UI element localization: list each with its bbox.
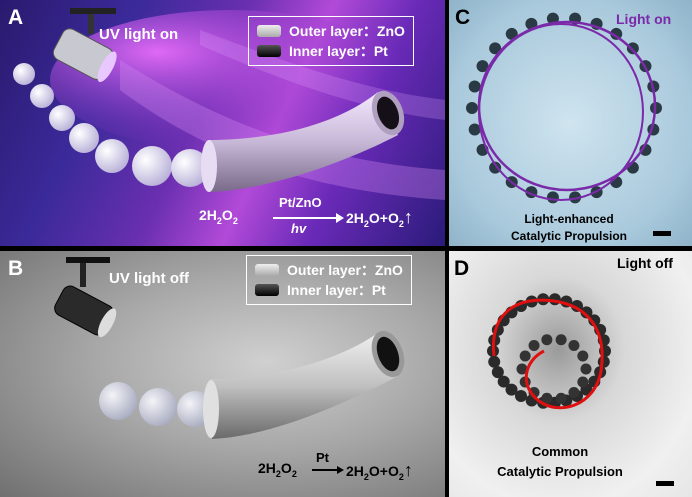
reaction-catalyst: Pt/ZnO bbox=[279, 195, 322, 210]
light-status: Light on bbox=[616, 11, 672, 27]
particle bbox=[555, 392, 567, 404]
particle bbox=[519, 350, 531, 362]
panel-b-illustration bbox=[54, 257, 405, 474]
panel-c: C Light on Light-enhanced Catalytic Prop… bbox=[449, 0, 692, 246]
particle bbox=[577, 376, 589, 388]
particle bbox=[466, 102, 478, 114]
reaction-product: 2H2O+O2↑ bbox=[346, 460, 413, 482]
legend-outer-label: Outer layer：ZnO bbox=[289, 23, 405, 39]
trajectory-off bbox=[491, 298, 604, 410]
legend-outer: Outer layer：ZnO bbox=[255, 260, 403, 280]
panel-d-micrograph bbox=[487, 293, 611, 410]
particle bbox=[541, 392, 553, 404]
caption-line1: Common bbox=[531, 444, 589, 459]
microtube bbox=[203, 330, 405, 439]
particle bbox=[541, 334, 553, 346]
panel-a-illustration bbox=[13, 8, 445, 223]
reaction-catalyst: Pt bbox=[316, 450, 329, 465]
reaction-reactant: 2H2O2 bbox=[258, 460, 297, 479]
panel-label: B bbox=[8, 257, 24, 280]
legend-outer-label: Outer layer：ZnO bbox=[287, 262, 403, 278]
light-status: Light off bbox=[617, 255, 673, 271]
legend-inner: Inner layer：Pt bbox=[257, 41, 405, 61]
particle bbox=[568, 340, 580, 352]
uv-lamp-icon bbox=[54, 257, 117, 338]
particle bbox=[577, 350, 589, 362]
particle bbox=[580, 306, 593, 319]
particle bbox=[489, 161, 502, 174]
particle bbox=[569, 191, 582, 204]
panel-b: B UV light off Outer layer：ZnO Inner lay… bbox=[0, 251, 445, 497]
scale-bar bbox=[653, 231, 671, 236]
reaction-condition: hv bbox=[291, 221, 307, 236]
inner-swatch bbox=[255, 284, 279, 296]
trajectory-on-inner bbox=[478, 23, 644, 201]
uv-status-text: UV light off bbox=[109, 270, 189, 287]
reaction-reactant: 2H2O2 bbox=[199, 207, 238, 226]
microsphere-chain bbox=[99, 382, 213, 427]
outer-swatch bbox=[257, 25, 281, 37]
legend-inner: Inner layer：Pt bbox=[255, 280, 403, 300]
caption: Light-enhanced Catalytic Propulsion bbox=[499, 211, 639, 245]
particle bbox=[546, 191, 559, 204]
particle bbox=[626, 42, 639, 55]
particle bbox=[580, 363, 592, 375]
particle bbox=[528, 340, 540, 352]
panel-label: A bbox=[8, 6, 24, 29]
particle bbox=[468, 80, 481, 93]
particle bbox=[516, 363, 528, 375]
particle bbox=[568, 386, 580, 398]
panel-a: A UV light on Outer layer：ZnO Inner laye… bbox=[0, 0, 445, 246]
reaction-product: 2H2O+O2↑ bbox=[346, 207, 413, 229]
layer-legend: Outer layer：ZnO Inner layer：Pt bbox=[248, 16, 414, 66]
panel-d: D Light off Common Catalytic Propulsion bbox=[449, 251, 692, 497]
uv-status-text: UV light on bbox=[99, 26, 179, 43]
legend-inner-label: Inner layer：Pt bbox=[289, 43, 388, 59]
inner-swatch bbox=[257, 45, 281, 57]
particle bbox=[515, 390, 527, 403]
caption: Common Catalytic Propulsion bbox=[485, 442, 635, 482]
caption-line1: Light-enhanced bbox=[524, 212, 614, 226]
particle bbox=[497, 375, 510, 388]
panel-label: D bbox=[454, 257, 470, 280]
particle bbox=[476, 60, 489, 73]
microsphere-chain bbox=[13, 63, 209, 187]
scale-bar bbox=[656, 481, 674, 486]
uv-glow bbox=[50, 10, 410, 150]
particle bbox=[488, 355, 501, 368]
uv-lamp-icon bbox=[52, 8, 117, 83]
panel-c-micrograph bbox=[466, 12, 662, 204]
legend-inner-label: Inner layer：Pt bbox=[287, 282, 386, 298]
particle bbox=[505, 383, 518, 396]
caption-line2: Catalytic Propulsion bbox=[497, 464, 623, 479]
panel-label: C bbox=[455, 6, 471, 29]
particle bbox=[588, 314, 601, 327]
microtube bbox=[201, 90, 405, 192]
caption-line2: Catalytic Propulsion bbox=[510, 229, 628, 243]
particle bbox=[491, 366, 504, 379]
layer-legend: Outer layer：ZnO Inner layer：Pt bbox=[246, 255, 412, 305]
particle bbox=[468, 123, 481, 136]
particle bbox=[555, 334, 567, 346]
particle-cluster bbox=[466, 12, 662, 204]
particle bbox=[597, 355, 610, 368]
particle bbox=[639, 143, 652, 156]
particle bbox=[489, 42, 502, 55]
legend-outer: Outer layer：ZnO bbox=[257, 21, 405, 41]
outer-swatch bbox=[255, 264, 279, 276]
